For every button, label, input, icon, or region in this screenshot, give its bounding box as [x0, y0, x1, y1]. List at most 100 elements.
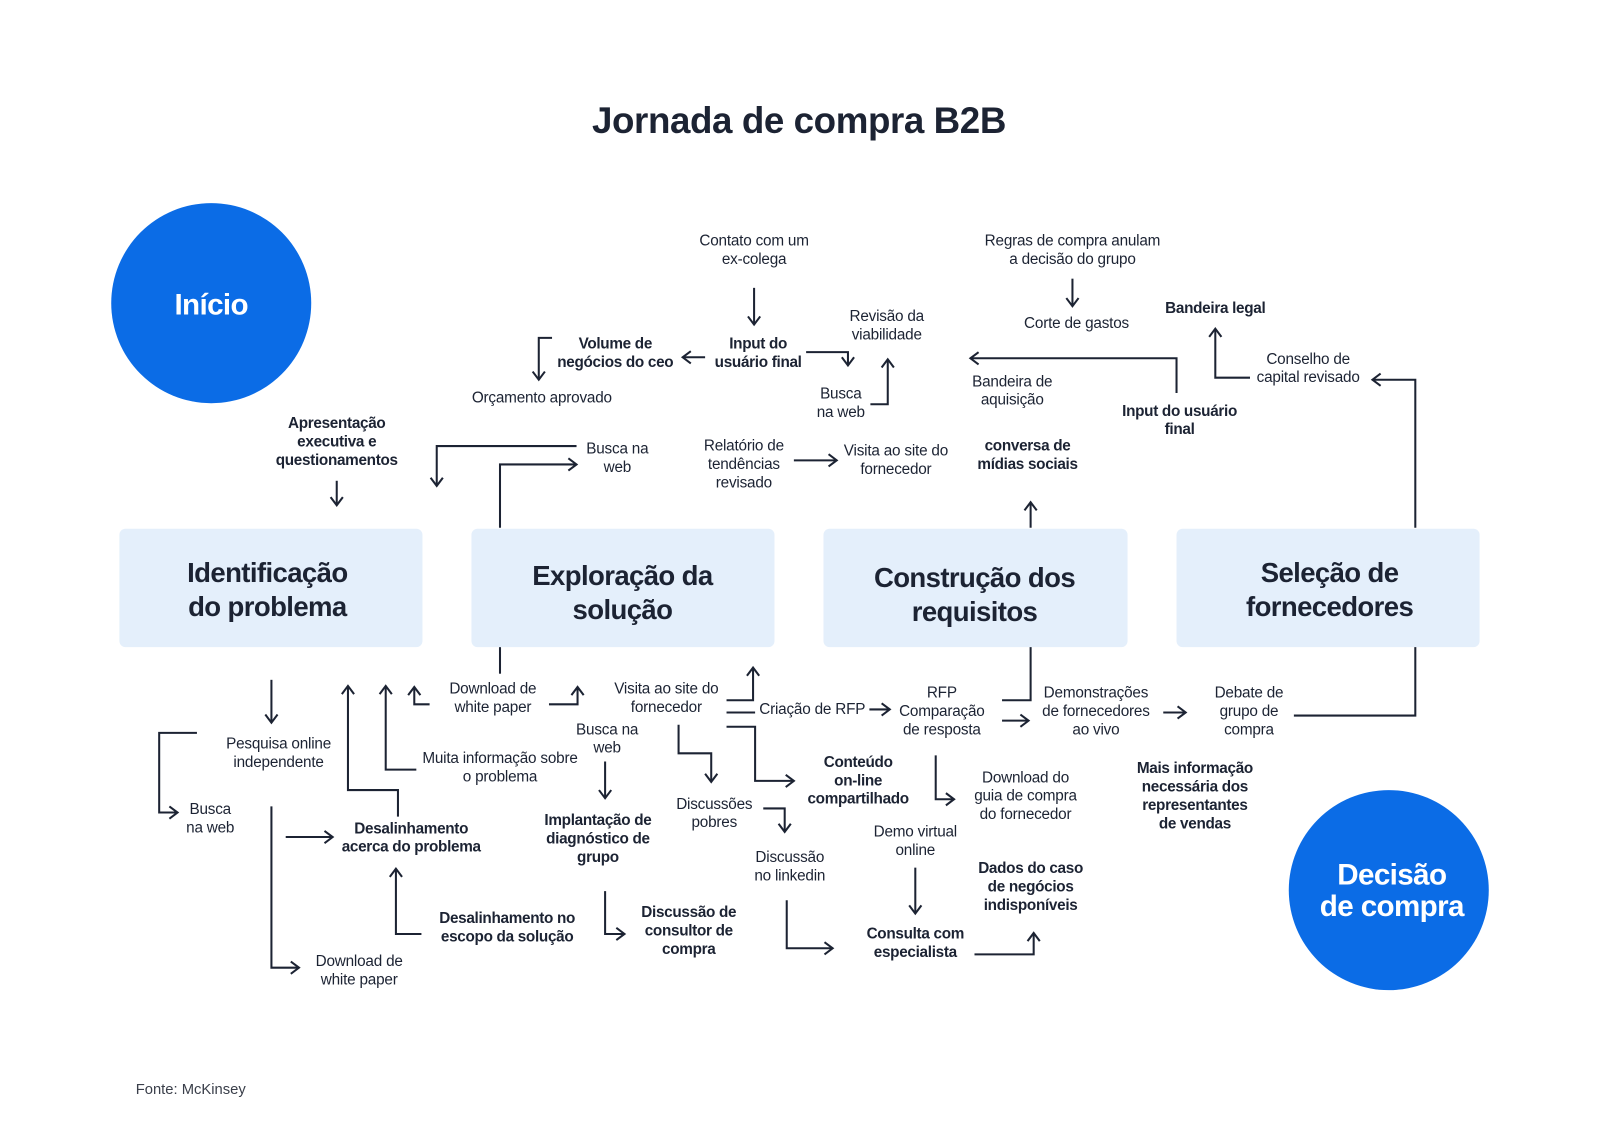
step-line: questionamentos: [276, 452, 398, 469]
step-line: consultor de: [645, 922, 733, 939]
step-line: revisado: [716, 474, 772, 491]
step-discussoes-pobres: Discussões pobres: [676, 796, 753, 831]
step-line: Corte de gastos: [1024, 315, 1129, 332]
end-circle-shape: [1288, 790, 1489, 991]
step-muita-informacao: Muita informação sobre o problema: [422, 750, 578, 785]
step-line: usuário final: [715, 354, 802, 371]
arrow-linkedin-to-consulta: [785, 900, 835, 956]
step-line: capital revisado: [1257, 369, 1360, 386]
step-line: Debate de: [1215, 685, 1284, 702]
arrow-visita-to-discussoes: [677, 724, 719, 784]
step-line: compartilhado: [807, 791, 908, 808]
step-line: RFP: [927, 685, 957, 702]
stage-label: requisitos: [912, 596, 1038, 627]
step-discussao-linkedin: Discussão no linkedin: [754, 849, 825, 884]
step-bandeira-legal: Bandeira legal: [1165, 300, 1266, 317]
end-label-line: Decisão: [1337, 858, 1446, 891]
step-line: compra: [662, 941, 716, 958]
arrow-input-to-busca: [806, 351, 855, 368]
step-desalinhamento-problema: Desalinhamento acerca do problema: [342, 820, 482, 855]
step-line: indisponíveis: [984, 897, 1078, 914]
step-line: na web: [186, 819, 234, 836]
step-line: online: [896, 842, 936, 859]
step-busca-na-web-3: Busca na web: [576, 721, 639, 756]
step-line: tendências: [708, 456, 780, 473]
arrow-consulta-to-dados: [974, 931, 1041, 956]
step-line: Pesquisa online: [226, 736, 331, 753]
stage-box: [823, 528, 1128, 648]
step-line: Bandeira legal: [1165, 300, 1265, 317]
step-line: on-line: [834, 772, 882, 789]
step-line: Mais informação: [1137, 760, 1253, 777]
step-consulta-especialista: Consulta com especialista: [867, 925, 965, 961]
step-download-white-paper-1: Download de white paper: [449, 681, 536, 716]
step-line: Apresentação: [288, 415, 385, 432]
step-line: Busca na: [576, 721, 639, 738]
step-line: Busca na: [586, 441, 649, 458]
step-line: de fornecedores: [1042, 703, 1150, 720]
step-line: Demonstrações: [1044, 685, 1149, 702]
step-line: Discussão: [755, 849, 824, 866]
stage-box: [471, 528, 775, 648]
step-line: Volume de: [579, 335, 652, 352]
connector-construcao-down: [1002, 647, 1032, 702]
step-visita-site-2: Visita ao site do fornecedor: [614, 681, 718, 716]
step-line: ex-colega: [722, 251, 787, 268]
step-line: Visita ao site do: [844, 443, 948, 460]
step-line: Discussões: [676, 796, 753, 813]
step-line: Input do usuário: [1122, 403, 1237, 420]
step-demo-virtual: Demo virtual online: [874, 823, 958, 859]
step-mais-informacao: Mais informação necessária dos represent…: [1137, 760, 1253, 832]
step-line: Demo virtual: [874, 823, 957, 840]
step-line: viabilidade: [852, 326, 922, 343]
end-circle: Decisão de compra: [1288, 790, 1489, 991]
step-line: Dados do caso: [978, 860, 1083, 877]
stage-label: Construção dos: [874, 562, 1075, 593]
step-line: do fornecedor: [980, 806, 1072, 823]
arrow-download-to-visita: [548, 685, 585, 706]
step-line: especialista: [874, 944, 958, 961]
start-circle-shape: [111, 203, 312, 404]
arrow-exploracao-to-busca: [498, 457, 579, 528]
step-line: de resposta: [903, 721, 981, 738]
step-revisao-viabilidade: Revisão da viabilidade: [849, 308, 924, 343]
stage-exploracao: Exploração da solução: [471, 528, 775, 648]
step-line: Busca: [820, 386, 862, 403]
stage-box: [1176, 528, 1480, 648]
step-line: Download de: [316, 953, 403, 970]
step-line: mídias sociais: [977, 456, 1077, 473]
step-line: grupo de: [1220, 703, 1279, 720]
step-line: white paper: [453, 699, 531, 716]
step-line: de vendas: [1159, 815, 1231, 832]
step-line: Contato com um: [699, 232, 808, 249]
step-conversa-midias: conversa de mídias sociais: [977, 438, 1078, 473]
step-line: pobres: [692, 814, 738, 831]
arrow-muita-info-to-identificacao: [378, 684, 417, 771]
step-line: white paper: [320, 971, 398, 988]
step-line: compra: [1224, 721, 1274, 738]
arrow-rfp-to-download-guia: [934, 755, 956, 807]
step-line: na web: [817, 404, 865, 421]
arrow-input-to-bandeira-aquisicao: [968, 351, 1178, 393]
step-line: Muita informação sobre: [422, 750, 577, 767]
step-download-white-paper-2: Download de white paper: [316, 953, 403, 988]
arrow-busca-to-identificacao: [429, 445, 577, 488]
step-line: grupo: [577, 849, 619, 866]
step-line: Conselho de: [1266, 351, 1350, 368]
stage-label: fornecedores: [1246, 591, 1413, 622]
step-line: web: [603, 459, 631, 476]
diagram-title: Jornada de compra B2B: [592, 100, 1006, 141]
step-line: Bandeira de: [972, 373, 1052, 390]
step-relatorio-tendencias: Relatório de tendências revisado: [704, 438, 784, 492]
step-line: Download do: [982, 769, 1069, 786]
step-apresentacao-executiva: Apresentação executiva e questionamentos: [276, 415, 398, 469]
step-line: Consulta com: [867, 925, 964, 942]
step-implantacao-diagnostico: Implantação de diagnóstico de grupo: [544, 812, 651, 866]
stage-selecao: Seleção de fornecedores: [1176, 528, 1480, 648]
step-line: Revisão da: [849, 308, 924, 325]
step-line: conversa de: [985, 438, 1071, 455]
end-label-line: de compra: [1320, 890, 1465, 923]
step-line: representantes: [1142, 797, 1247, 814]
step-busca-na-web-2: Busca na web: [586, 441, 649, 476]
